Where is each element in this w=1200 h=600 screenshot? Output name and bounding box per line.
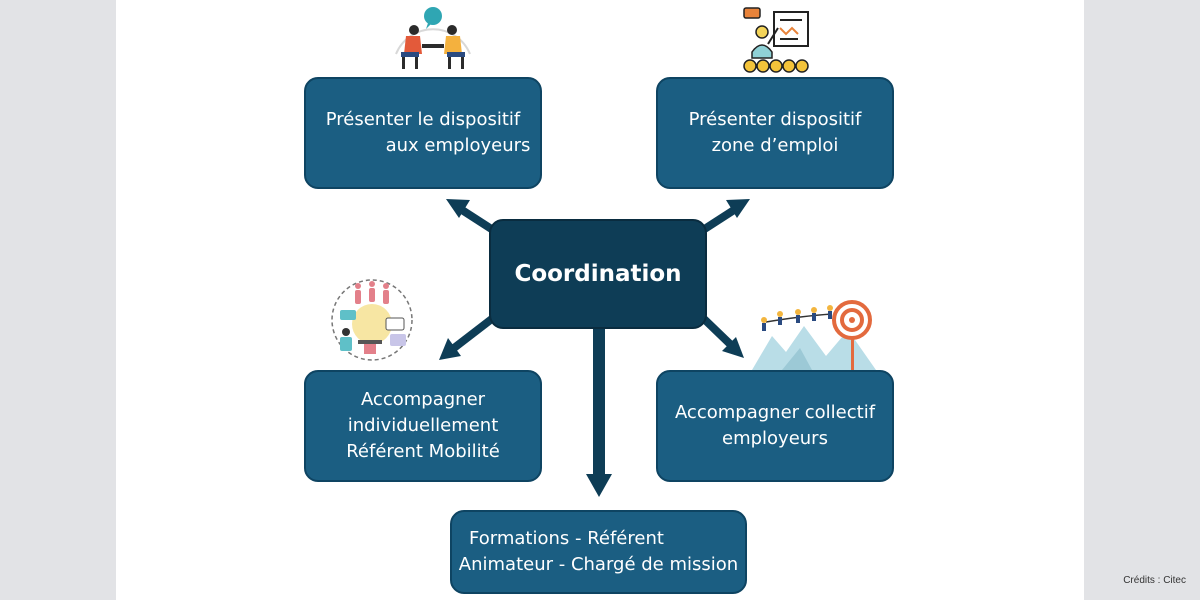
- box-line: aux employeurs: [385, 135, 531, 156]
- arrow-to-top-left: [446, 199, 496, 234]
- meeting-conversation-icon: [395, 7, 471, 69]
- box-line: Référent Mobilité: [346, 441, 500, 462]
- box-present-employment-zone: Présenter dispositif zone d’emploi: [656, 77, 894, 189]
- box-collective-support: Accompagner collectif employeurs: [656, 370, 894, 482]
- box-trainings: Formations - Référent Animateur - Chargé…: [450, 510, 747, 594]
- image-credits: Crédits : Citec: [1123, 575, 1186, 586]
- center-coordination-box: Coordination: [489, 219, 707, 329]
- arrow-to-middle-left: [439, 314, 496, 360]
- box-line: Animateur - Chargé de mission: [458, 554, 739, 575]
- arrow-to-bottom: [586, 329, 612, 497]
- box-individual-support: Accompagner individuellement Référent Mo…: [304, 370, 542, 482]
- arrow-to-middle-right: [700, 315, 744, 358]
- box-line: Accompagner collectif: [674, 402, 876, 423]
- center-label: Coordination: [514, 261, 682, 287]
- group-discussion-icon: [331, 279, 413, 361]
- box-line: Présenter le dispositif: [325, 109, 521, 130]
- box-line: employeurs: [722, 428, 828, 449]
- box-line: Accompagner: [360, 389, 486, 410]
- presentation-audience-icon: [743, 7, 809, 73]
- box-present-to-employers: Présenter le dispositif aux employeurs: [304, 77, 542, 189]
- box-line: zone d’emploi: [711, 135, 839, 156]
- box-line: Formations - Référent: [469, 528, 664, 549]
- climbing-to-target-icon: [752, 300, 876, 370]
- box-line: Présenter dispositif: [688, 109, 862, 130]
- box-line: individuellement: [347, 415, 499, 436]
- arrow-to-top-right: [700, 199, 750, 234]
